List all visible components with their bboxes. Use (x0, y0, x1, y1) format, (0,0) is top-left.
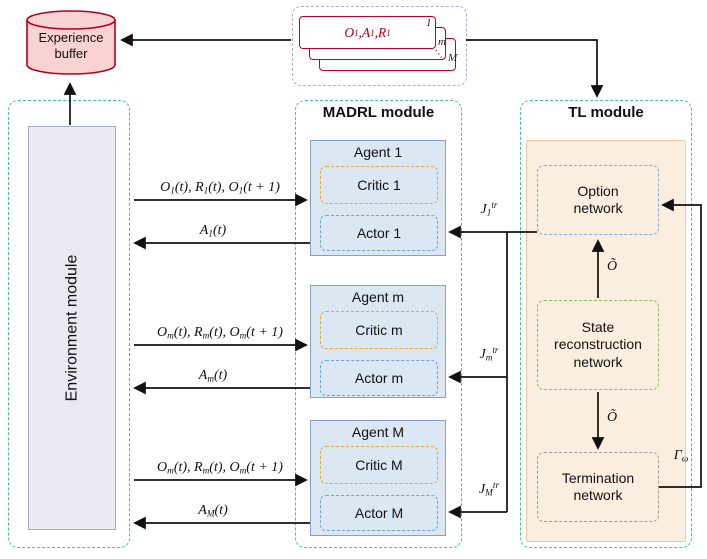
experience-buffer-cylinder (25, 8, 117, 78)
experience-buffer-label: Experience buffer (38, 29, 104, 61)
actor-M-box: Actor M (320, 495, 438, 531)
state-reconstruction-network-label: State reconstruction network (554, 318, 642, 370)
state-reconstruction-network-box: State reconstruction network (537, 300, 659, 390)
actor-1-box: Actor 1 (320, 215, 438, 251)
agent-M-box: Agent M Critic M Actor M (310, 420, 446, 536)
termination-network-box: Termination network (537, 452, 659, 522)
critic-m-box: Critic m (320, 311, 438, 349)
environment-module-box (8, 100, 130, 548)
label-obs-agent1: O1(t), R1(t), O1(t + 1) (160, 180, 280, 196)
madrl-module-title: MADRL module (322, 104, 435, 121)
option-network-label: Option network (573, 182, 623, 217)
agent-m-box: Agent m Critic m Actor m (310, 285, 446, 398)
environment-inner-box: Environment module (28, 126, 116, 530)
sheet-index-m: m (438, 36, 446, 48)
label-action-agentM: AM(t) (198, 503, 228, 519)
label-action-agent1: A1(t) (199, 223, 227, 239)
tl-module-title: TL module (568, 104, 644, 121)
agent-1-box: Agent 1 Critic 1 Actor 1 (310, 140, 446, 256)
label-j1-tr: J1tr (480, 200, 498, 218)
label-jm-tr: Jmtr (479, 345, 499, 363)
agent-1-title: Agent 1 (353, 144, 403, 160)
sheet-stack-dots: ⋱ (433, 49, 443, 60)
label-obs-agentm: Om(t), Rm(t), Om(t + 1) (157, 325, 283, 341)
sheet-index-M: M (448, 52, 458, 64)
cylinder-shape-icon (26, 10, 116, 75)
agent-m-title: Agent m (351, 289, 405, 305)
critic-1-box: Critic 1 (320, 166, 438, 204)
critic-M-box: Critic M (320, 446, 438, 484)
replay-sheet-front (299, 16, 436, 49)
option-network-box: Option network (537, 165, 659, 235)
label-gamma-omega: Γω (673, 448, 689, 464)
arrow-stack-to-tl (466, 39, 604, 98)
label-jM-tr: JMtr (478, 480, 500, 498)
environment-module-label: Environment module (63, 254, 80, 402)
sheet-index-1: 1 (426, 17, 432, 29)
label-o-tilde-down: Õ (606, 410, 618, 425)
termination-network-label: Termination network (561, 469, 635, 504)
label-obs-agentM: Om(t), Rm(t), Om(t + 1) (157, 460, 283, 476)
label-action-agentm: Am(t) (198, 368, 228, 384)
label-o-tilde-up: Õ (606, 259, 618, 274)
actor-m-box: Actor m (320, 360, 438, 396)
madrl-module-box (295, 100, 462, 548)
agent-M-title: Agent M (351, 424, 405, 440)
